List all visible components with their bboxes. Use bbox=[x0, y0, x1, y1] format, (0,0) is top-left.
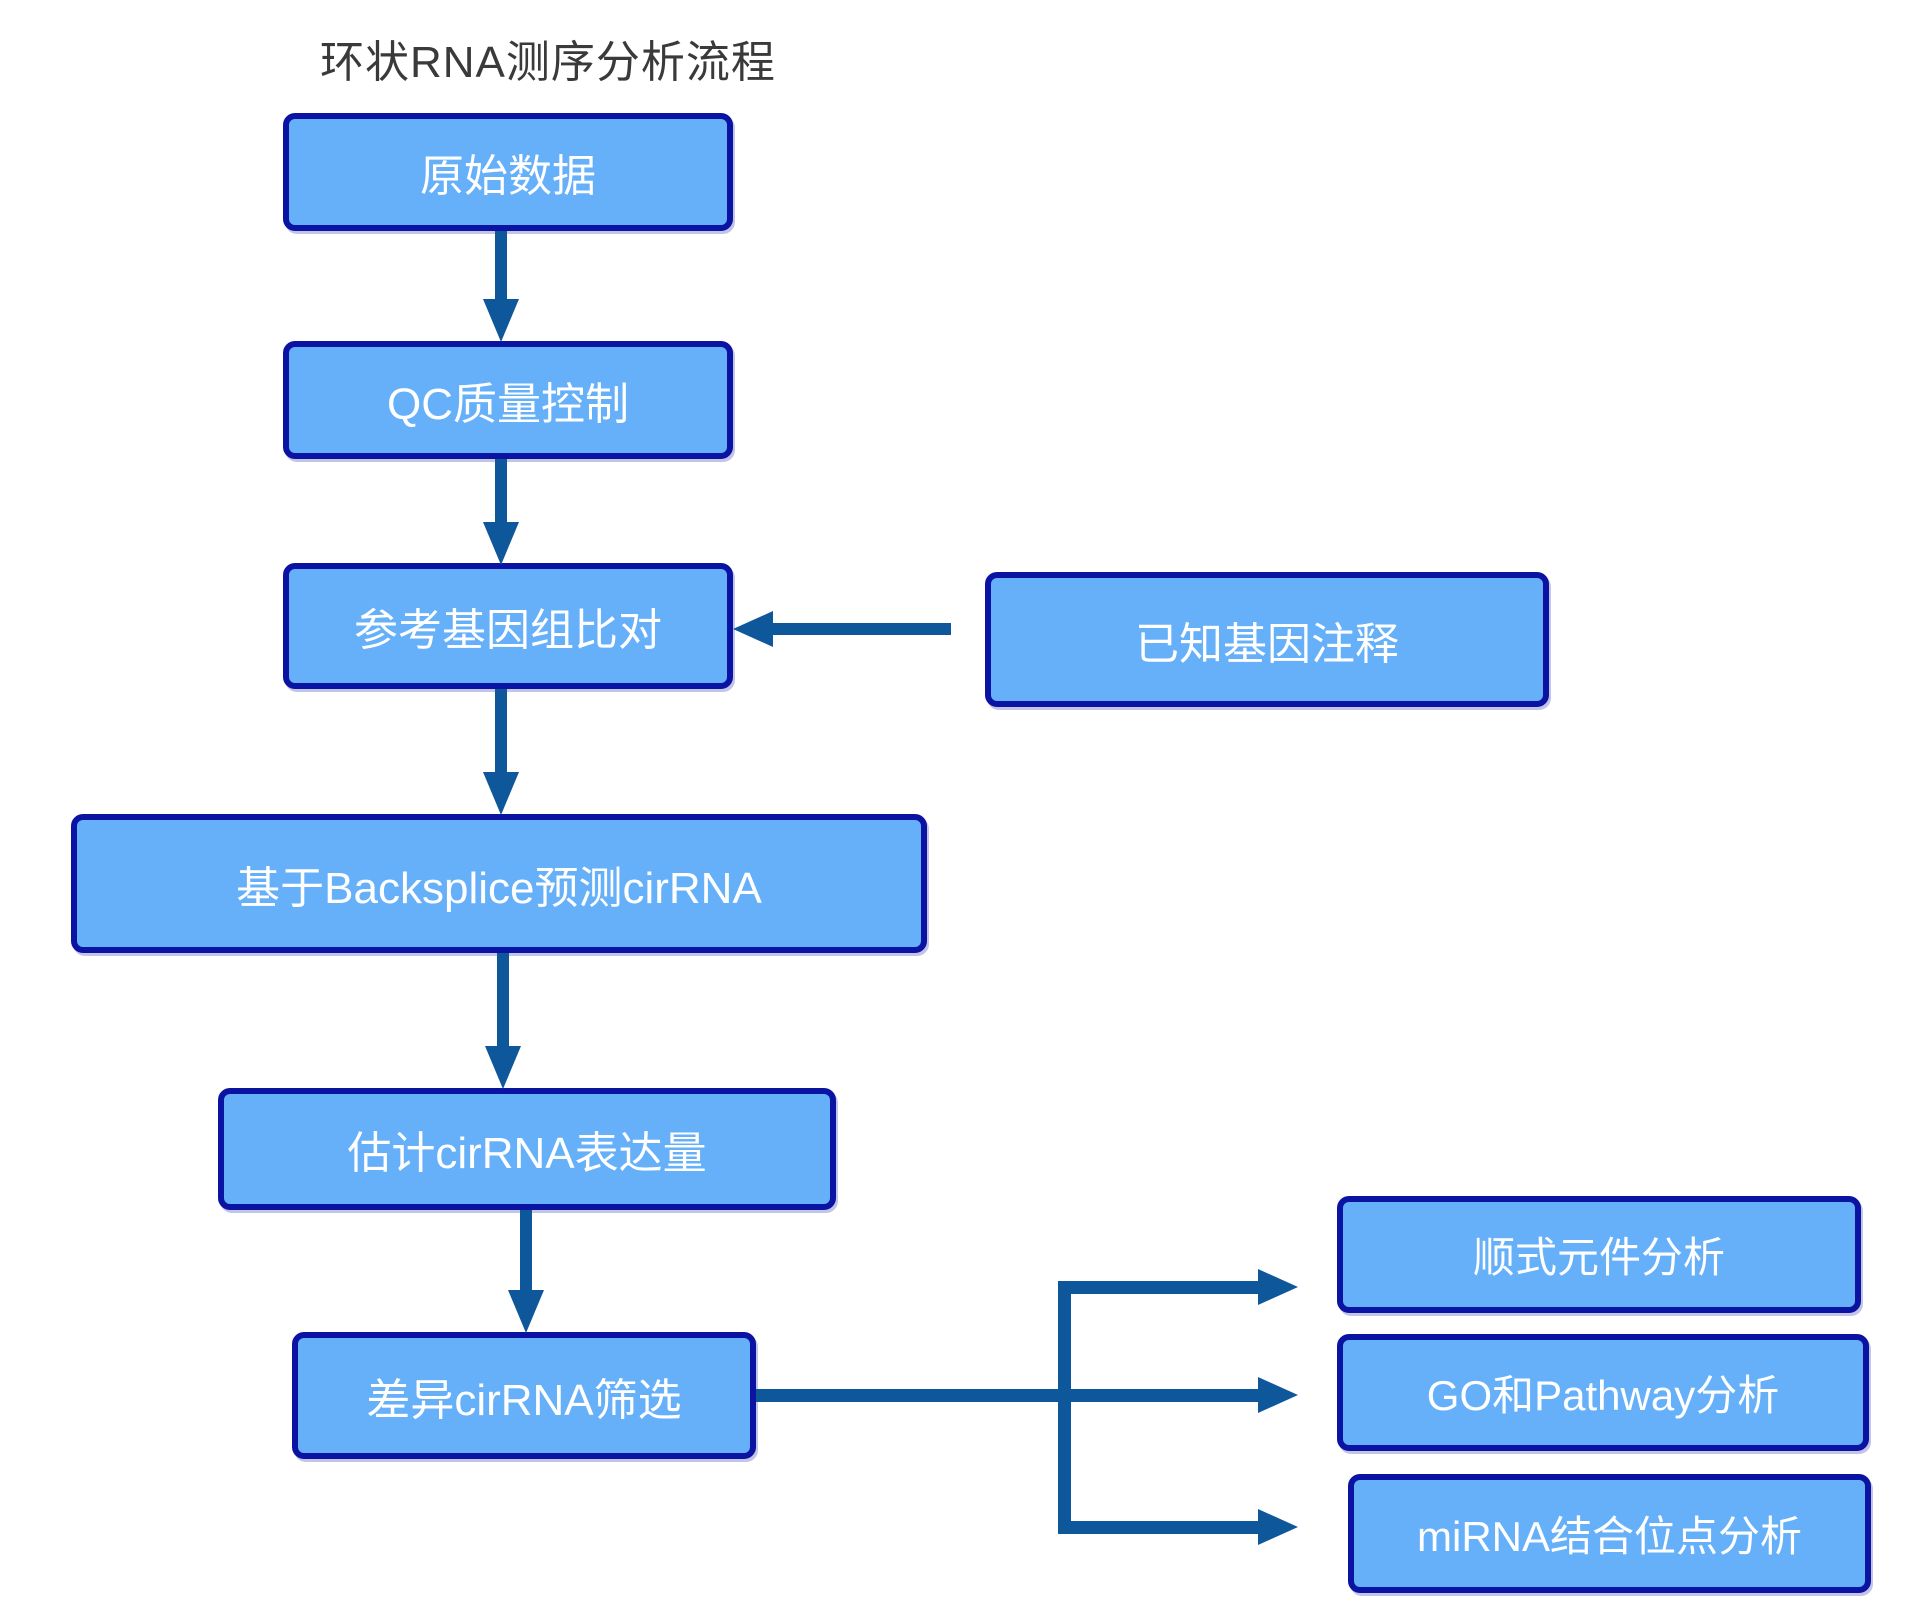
arrow-raw-to-qc-head bbox=[483, 299, 519, 342]
arrow-qc-to-align-head bbox=[483, 522, 519, 565]
branch-diff-main-line bbox=[756, 1389, 1260, 1402]
node-mirna-binding: miRNA结合位点分析 bbox=[1348, 1474, 1871, 1593]
node-qc-label: QC质量控制 bbox=[387, 380, 629, 429]
node-gene-annotation: 已知基因注释 bbox=[985, 572, 1549, 707]
node-genome-alignment: 参考基因组比对 bbox=[283, 563, 733, 689]
arrow-diff-to-mirna-head bbox=[1258, 1509, 1298, 1545]
arrow-expression-to-diff-head bbox=[508, 1290, 544, 1333]
arrow-expression-to-diff-shaft bbox=[520, 1210, 532, 1294]
node-cis-element-label: 顺式元件分析 bbox=[1472, 1234, 1725, 1281]
node-diff-screening: 差异cirRNA筛选 bbox=[292, 1332, 756, 1459]
node-raw-data-label: 原始数据 bbox=[420, 152, 596, 201]
branch-vertical-trunk bbox=[1058, 1281, 1071, 1534]
node-genome-alignment-label: 参考基因组比对 bbox=[354, 606, 662, 655]
node-expression-label: 估计cirRNA表达量 bbox=[347, 1129, 707, 1178]
node-expression-estimate: 估计cirRNA表达量 bbox=[218, 1088, 836, 1210]
arrow-backsplice-to-expression-head bbox=[485, 1046, 521, 1089]
diagram-title: 环状RNA测序分析流程 bbox=[320, 38, 776, 87]
node-raw-data: 原始数据 bbox=[283, 113, 733, 231]
arrow-diff-to-cis-head bbox=[1258, 1269, 1298, 1305]
node-cis-element: 顺式元件分析 bbox=[1337, 1196, 1861, 1313]
node-backsplice-predict: 基于Backsplice预测cirRNA bbox=[71, 814, 927, 953]
node-qc-quality-control: QC质量控制 bbox=[283, 341, 733, 459]
branch-bottom-line bbox=[1064, 1521, 1260, 1534]
arrow-align-to-backsplice-head bbox=[483, 772, 519, 815]
node-gene-annotation-label: 已知基因注释 bbox=[1135, 619, 1399, 669]
arrow-diff-to-go-pathway-head bbox=[1258, 1377, 1298, 1413]
arrow-raw-to-qc-shaft bbox=[495, 231, 507, 303]
node-mirna-binding-label: miRNA结合位点分析 bbox=[1417, 1513, 1802, 1560]
node-diff-screening-label: 差异cirRNA筛选 bbox=[366, 1375, 682, 1425]
node-backsplice-predict-label: 基于Backsplice预测cirRNA bbox=[236, 863, 762, 913]
arrow-annotation-to-align-head bbox=[733, 611, 773, 647]
branch-top-line bbox=[1064, 1281, 1260, 1294]
node-go-pathway-label: GO和Pathway分析 bbox=[1426, 1372, 1780, 1419]
node-go-pathway: GO和Pathway分析 bbox=[1337, 1334, 1869, 1451]
arrow-qc-to-align-shaft bbox=[495, 459, 507, 525]
arrow-annotation-to-align-shaft bbox=[771, 623, 951, 635]
arrow-backsplice-to-expression-shaft bbox=[497, 953, 509, 1049]
arrow-align-to-backsplice-shaft bbox=[495, 689, 507, 775]
